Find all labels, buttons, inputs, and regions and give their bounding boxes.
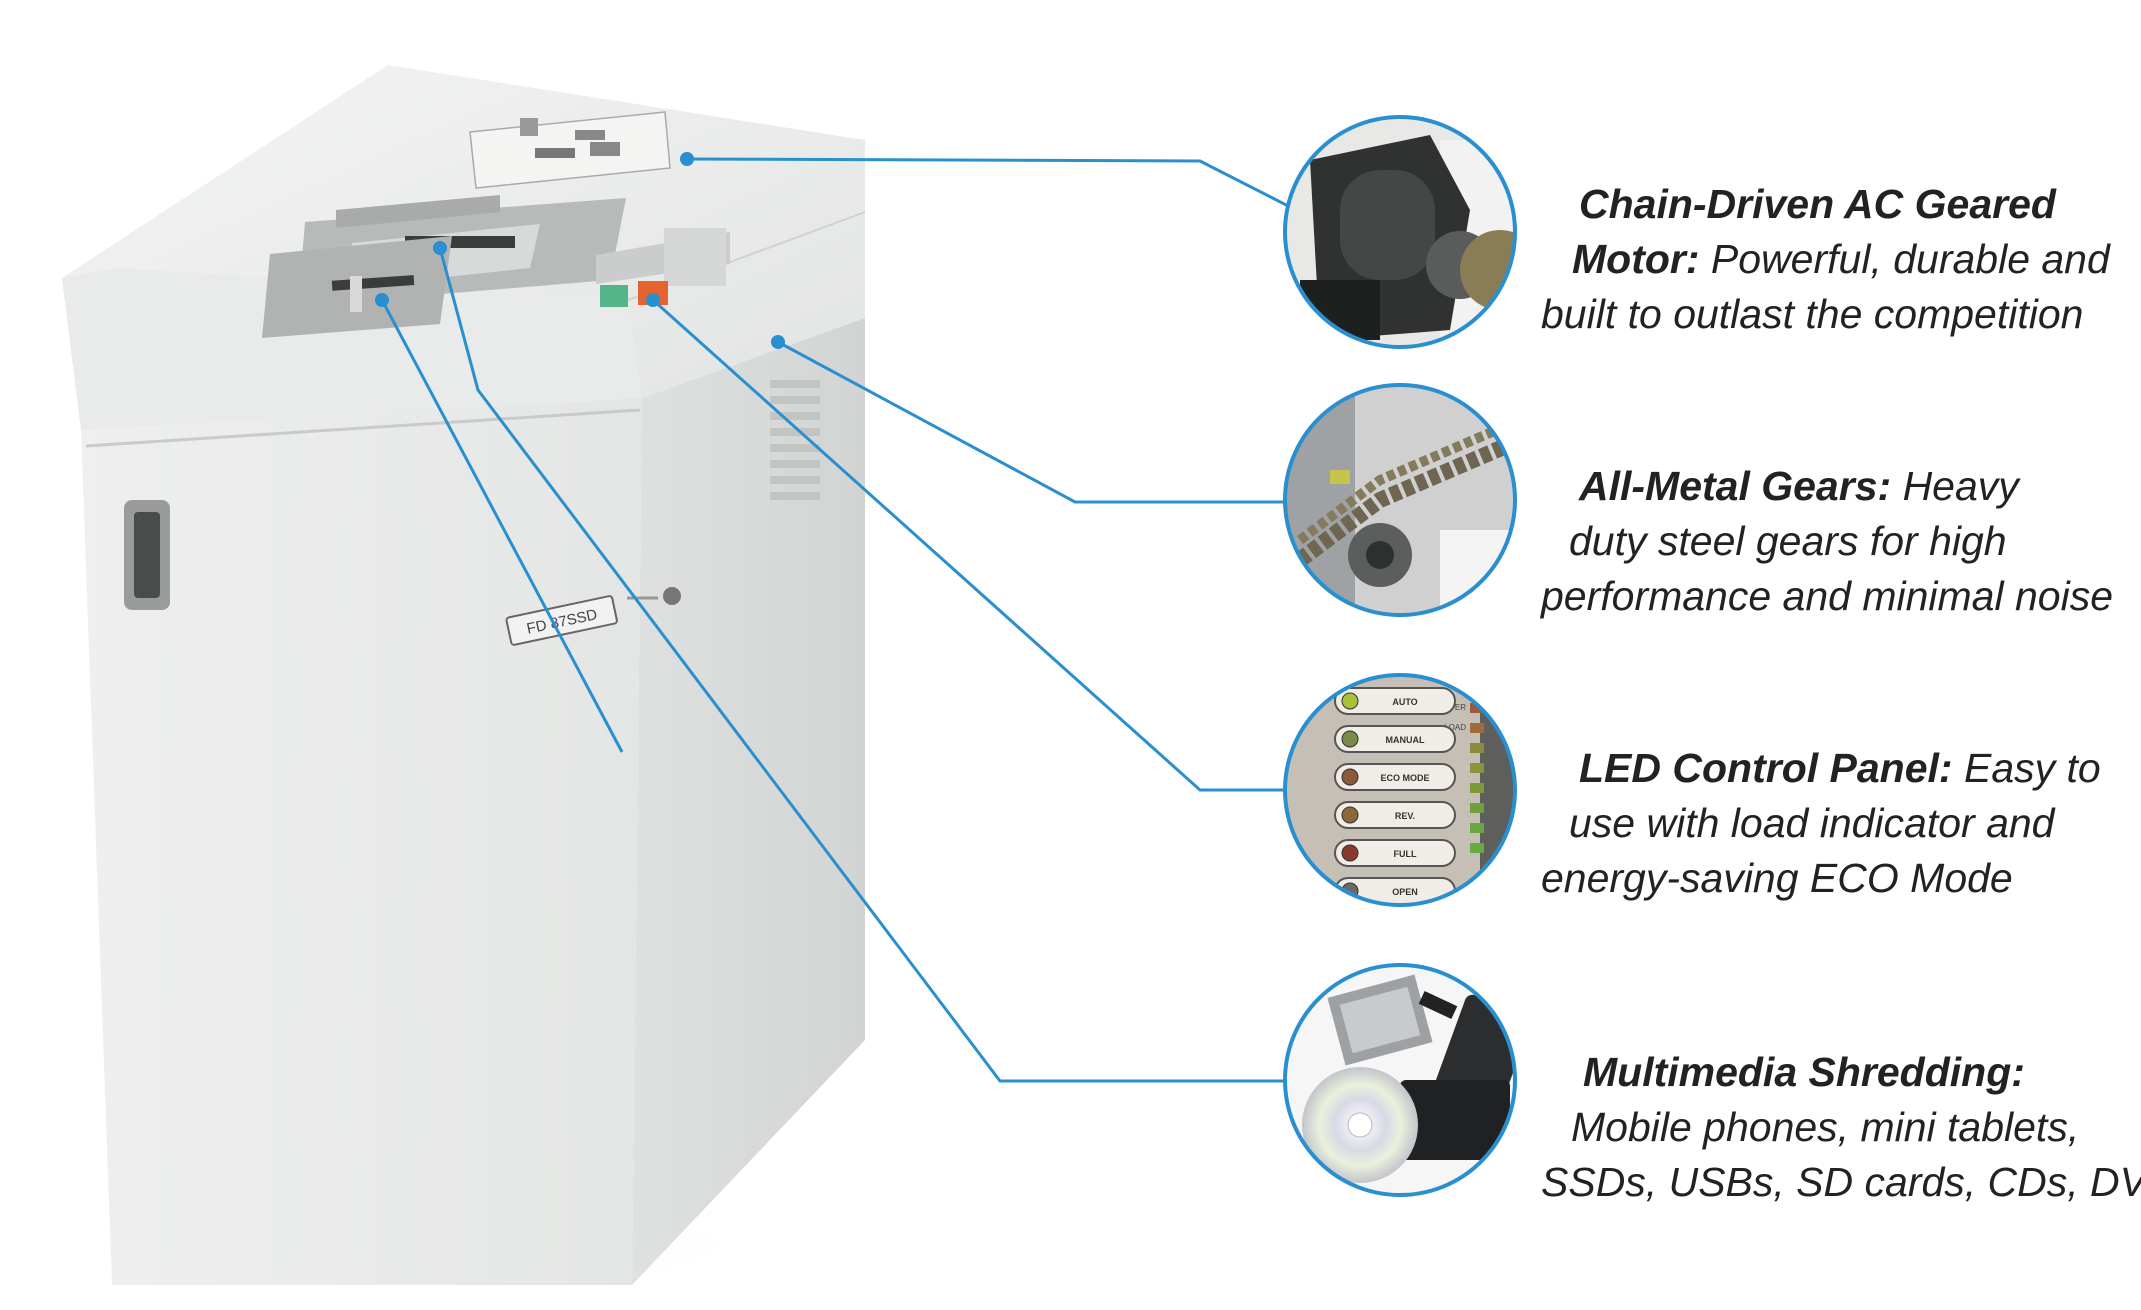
- feature-motor: Chain-Driven AC Geared Motor: Powerful, …: [1535, 177, 2135, 342]
- feature-gears-text3: performance and minimal noise: [1541, 573, 2113, 619]
- motor-closeup: [1283, 115, 1517, 349]
- feature-gears: All-Metal Gears: Heavy duty steel gears …: [1535, 459, 2135, 624]
- feature-led-text2: use with load indicator and: [1569, 800, 2055, 846]
- feature-led-text: Easy to: [1963, 745, 2101, 791]
- feature-led-title: LED Control Panel:: [1579, 745, 1953, 791]
- feature-gears-text: Heavy: [1902, 463, 2019, 509]
- feature-multimedia-title: Multimedia Shredding:: [1583, 1049, 2025, 1095]
- feature-gears-title: All-Metal Gears:: [1579, 463, 1892, 509]
- panel-button-rev: REV.: [1395, 811, 1415, 821]
- feature-motor-title: Chain-Driven AC Geared: [1579, 181, 2056, 227]
- side-vent: [770, 380, 820, 500]
- panel-button-auto: AUTO: [1392, 697, 1417, 707]
- led-panel-closeup: INDICATOR OVER LOAD AUTO MANUAL ECO MODE: [1283, 673, 1519, 907]
- door-handle: [124, 500, 170, 610]
- cabinet-front: [81, 398, 642, 1285]
- media-slot: [262, 236, 452, 338]
- panel-button-full: FULL: [1394, 849, 1417, 859]
- multimedia-closeup: [1283, 963, 1517, 1197]
- panel-button-open: OPEN: [1392, 887, 1418, 897]
- info-label: [469, 111, 671, 189]
- cabinet-upper-front: [62, 268, 642, 430]
- lid-seam: [85, 408, 641, 448]
- feature-motor-title2: Motor:: [1572, 236, 1700, 282]
- feature-multimedia-text: Mobile phones, mini tablets,: [1571, 1104, 2080, 1150]
- feature-led-panel: LED Control Panel: Easy to use with load…: [1535, 741, 2135, 906]
- feature-motor-text: Powerful, durable and: [1710, 236, 2110, 282]
- panel-level-load: LOAD: [1444, 723, 1466, 732]
- callout-dots: [375, 152, 785, 349]
- panel-button-manual: MANUAL: [1386, 735, 1425, 745]
- panel-button-eco: ECO MODE: [1380, 773, 1429, 783]
- shredder-cabinet: FD 87SSD: [62, 65, 866, 1285]
- cabinet-side: [632, 318, 865, 1285]
- feature-motor-text2: built to outlast the competition: [1541, 291, 2084, 337]
- panel-level-over: OVER: [1443, 703, 1466, 712]
- feature-multimedia-text2: SSDs, USBs, SD cards, CDs, DVDs: [1541, 1159, 2141, 1205]
- panel-indicator-title: INDICATOR: [1476, 683, 1519, 692]
- door-lock: [663, 587, 681, 605]
- callout-lines: [380, 157, 1301, 1083]
- feature-gears-text2: duty steel gears for high: [1569, 518, 2007, 564]
- machine-control-panel: [596, 228, 730, 307]
- feature-multimedia: Multimedia Shredding: Mobile phones, min…: [1535, 1045, 2141, 1210]
- feature-led-text3: energy-saving ECO Mode: [1541, 855, 2013, 901]
- gears-closeup: [1283, 383, 1517, 617]
